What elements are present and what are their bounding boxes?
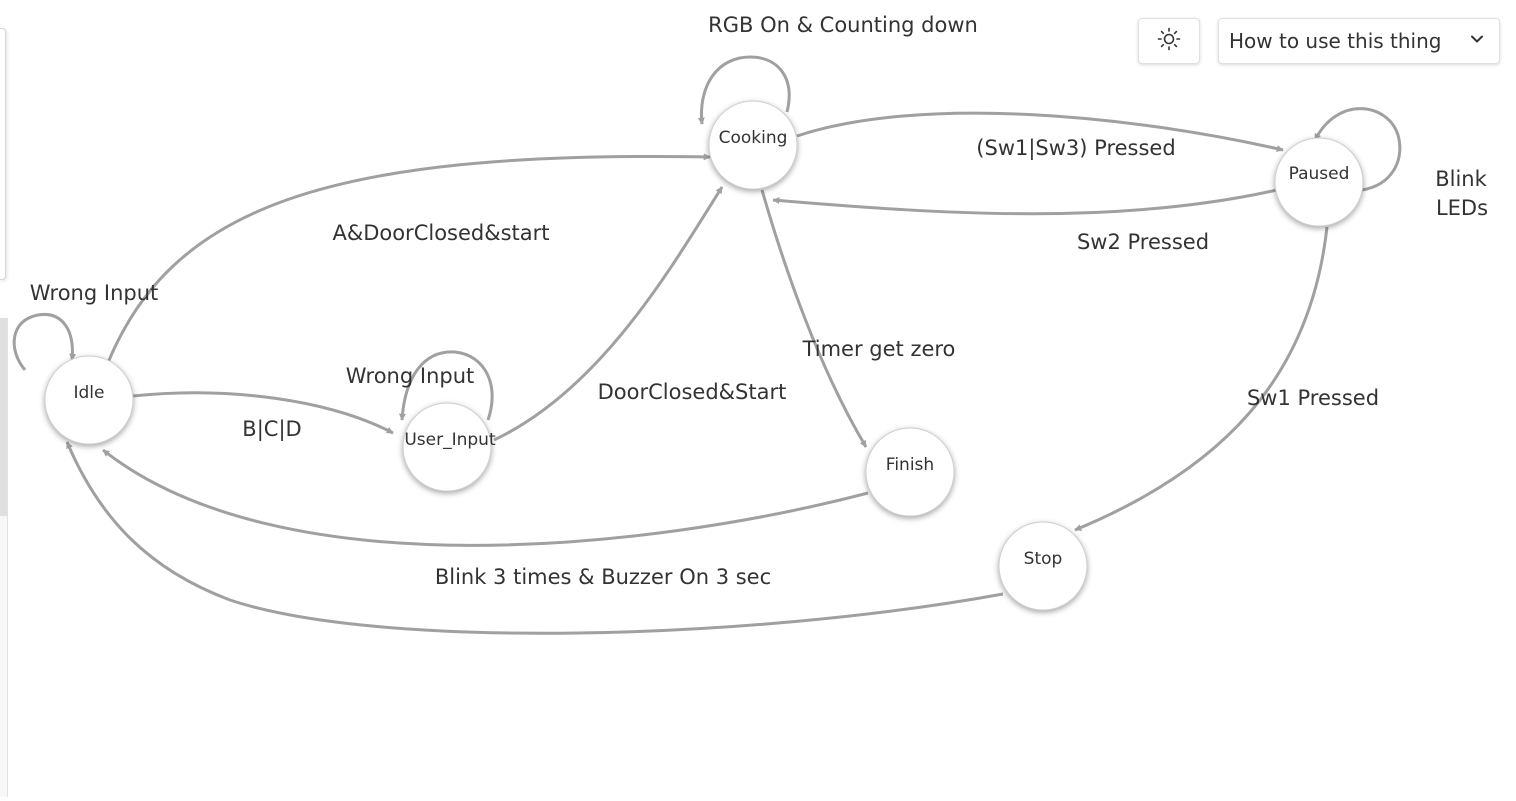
edge-idle-to-user-input[interactable] (132, 391, 394, 435)
state-nodes: Idle User_Input Cooking Paused Finish St… (44, 100, 1364, 611)
side-panel-collapsed[interactable] (0, 28, 6, 280)
edge-paused-to-cooking[interactable] (772, 188, 1278, 216)
label-paused-to-cooking: Sw2 Pressed (1077, 230, 1209, 254)
transition-edges (12, 55, 1402, 635)
label-idle-self: Wrong Input (30, 281, 159, 305)
state-finish-label: Finish (886, 455, 934, 475)
edge-cooking-to-finish[interactable] (760, 189, 868, 448)
edge-idle-to-cooking[interactable] (105, 153, 711, 366)
chevron-down-icon (1469, 31, 1485, 51)
help-dropdown-value: How to use this thing (1229, 29, 1442, 53)
edge-cooking-to-paused[interactable] (796, 111, 1284, 153)
edge-cooking-self[interactable] (697, 55, 791, 125)
edge-paused-to-stop[interactable] (1074, 226, 1329, 532)
label-paused-self-line2: LEDs (1436, 196, 1488, 220)
state-idle-label: Idle (74, 383, 105, 403)
state-stop-label: Stop (1024, 549, 1063, 569)
scrollbar-thumb[interactable] (0, 318, 7, 516)
label-paused-to-stop: Sw1 Pressed (1247, 386, 1379, 410)
state-user-input[interactable]: User_Input (402, 402, 496, 492)
edge-user-input-self[interactable] (398, 350, 494, 421)
label-idle-to-user-input: B|C|D (242, 417, 301, 442)
state-finish[interactable]: Finish (865, 427, 955, 517)
edge-user-input-to-cooking[interactable] (493, 186, 724, 442)
edge-finish-to-idle[interactable] (102, 448, 869, 547)
state-idle[interactable]: Idle (44, 355, 134, 445)
state-user-input-label: User_Input (404, 430, 496, 450)
state-paused[interactable]: Paused (1274, 137, 1364, 227)
theme-toggle-button[interactable] (1138, 18, 1200, 64)
help-dropdown[interactable]: How to use this thing (1218, 18, 1500, 64)
state-stop[interactable]: Stop (998, 521, 1088, 611)
label-to-idle: Blink 3 times & Buzzer On 3 sec (435, 565, 771, 589)
edge-paused-self[interactable] (1313, 107, 1402, 192)
label-paused-self-line1: Blink (1435, 167, 1487, 191)
transition-labels: Wrong Input A&DoorClosed&start B|C|D Wro… (30, 13, 1488, 589)
edge-idle-self[interactable] (12, 313, 77, 371)
scrollbar-track[interactable] (0, 318, 8, 797)
edge-stop-to-idle[interactable] (65, 441, 1004, 635)
label-cooking-to-finish: Timer get zero (802, 337, 956, 361)
label-cooking-to-paused: (Sw1|Sw3) Pressed (976, 136, 1175, 161)
label-cooking-self: RGB On & Counting down (708, 13, 978, 37)
label-idle-to-cooking: A&DoorClosed&start (332, 221, 549, 245)
state-cooking-label: Cooking (719, 128, 788, 148)
sun-icon (1157, 27, 1181, 55)
state-paused-label: Paused (1289, 164, 1350, 184)
label-user-input-self: Wrong Input (346, 364, 475, 388)
state-cooking[interactable]: Cooking (708, 100, 798, 190)
label-user-input-to-cooking: DoorClosed&Start (598, 380, 787, 404)
